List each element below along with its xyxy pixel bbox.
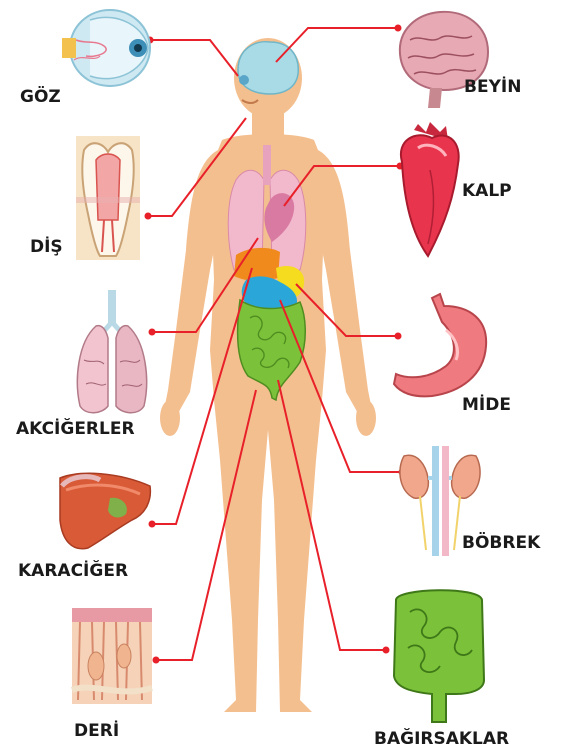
connector-dot-beyin: [395, 25, 402, 32]
human-body: [160, 38, 376, 712]
connector-goz: [150, 40, 238, 76]
stomach-illustration: [394, 294, 486, 396]
tooth-illustration: [76, 136, 140, 260]
intestines-illustration: [394, 590, 484, 722]
eye-illustration: [62, 10, 150, 86]
label-bobrek: BÖBREK: [462, 531, 541, 553]
label-kalp: KALP: [462, 181, 512, 201]
trachea: [263, 145, 271, 185]
eye-on-head: [239, 75, 249, 85]
label-karaciger: KARACİĞER: [18, 559, 128, 581]
left-hand: [160, 400, 180, 436]
connector-dot-dis: [145, 213, 152, 220]
heart-illustration: [401, 122, 459, 256]
connector-dot-bagirsaklar: [383, 647, 390, 654]
label-deri: DERİ: [74, 719, 119, 741]
liver-illustration: [60, 473, 150, 548]
label-akcigerler: AKCİĞERLER: [16, 417, 135, 439]
label-dis: DİŞ: [30, 235, 63, 257]
right-hand: [356, 400, 376, 436]
label-beyin: BEYİN: [464, 75, 521, 97]
label-bagirsaklar: BAĞIRSAKLAR: [374, 727, 509, 749]
label-goz: GÖZ: [20, 85, 61, 107]
skin-illustration: [72, 608, 152, 704]
connector-dot-akcigerler: [149, 329, 156, 336]
lungs-illustration: [77, 290, 146, 413]
brain-in-head: [238, 42, 298, 94]
connector-dot-karaciger: [149, 521, 156, 528]
connector-dot-mide: [395, 333, 402, 340]
connector-dot-deri: [153, 657, 160, 664]
label-mide: MİDE: [462, 393, 511, 415]
